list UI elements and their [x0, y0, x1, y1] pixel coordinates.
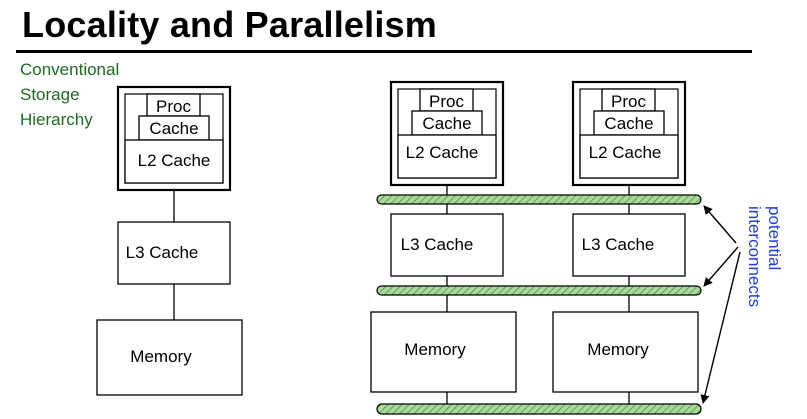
arrow-to-bottom-interconnect — [700, 251, 741, 404]
proc-label: Proc — [611, 92, 646, 111]
cache-box — [593, 110, 665, 136]
interconnect-bar-bottom — [376, 403, 702, 415]
memory-box — [96, 319, 243, 396]
cache-label: Cache — [604, 114, 653, 133]
l3-cache-box — [572, 213, 686, 277]
slide-title: Locality and Parallelism — [22, 4, 437, 45]
proc-label: Proc — [429, 92, 464, 111]
label-line-3: Hierarchy — [20, 110, 93, 129]
l2-cache-label: L2 Cache — [589, 143, 662, 162]
memory-label: Memory — [130, 347, 192, 366]
arrow-to-middle-interconnect — [703, 246, 739, 287]
label-line-1: Conventional — [20, 60, 120, 79]
l3-cache-label: L3 Cache — [401, 235, 474, 254]
interconnect-bar-top — [376, 194, 702, 205]
cache-label: Cache — [422, 114, 471, 133]
cache-label: Cache — [149, 119, 198, 138]
potential-interconnects-label: potential interconnects — [742, 206, 784, 330]
l2-cache-box — [579, 134, 679, 179]
l2-cache-box — [124, 139, 224, 184]
l2-cache-label: L2 Cache — [138, 151, 211, 170]
interconnect-bar-middle — [376, 285, 702, 296]
conventional-stack: Proc Cache L2 Cache L3 Cache Memory — [96, 85, 243, 396]
label-line-2: interconnects — [745, 206, 764, 308]
memory-box — [552, 311, 699, 393]
l3-cache-label: L3 Cache — [582, 235, 655, 254]
l3-cache-box — [390, 213, 504, 277]
conventional-hierarchy-label: Conventional Storage Hierarchy — [20, 57, 119, 132]
memory-box — [370, 311, 517, 393]
l3-cache-label: L3 Cache — [126, 243, 199, 262]
label-line-1: potential — [765, 206, 784, 271]
l2-cache-label: L2 Cache — [406, 143, 479, 162]
memory-label: Memory — [587, 340, 649, 359]
proc-label: Proc — [156, 97, 191, 116]
parallel-node-1: Proc Cache L2 Cache L3 Cache Memory — [370, 80, 517, 404]
title-rule — [16, 50, 752, 53]
memory-label: Memory — [404, 340, 466, 359]
parallel-node-2: Proc Cache L2 Cache L3 Cache Memory — [552, 80, 699, 404]
l2-cache-box — [397, 134, 497, 179]
cache-box — [411, 110, 483, 136]
arrow-to-top-interconnect — [703, 205, 737, 244]
label-line-2: Storage — [20, 85, 80, 104]
l3-cache-box — [117, 221, 231, 285]
